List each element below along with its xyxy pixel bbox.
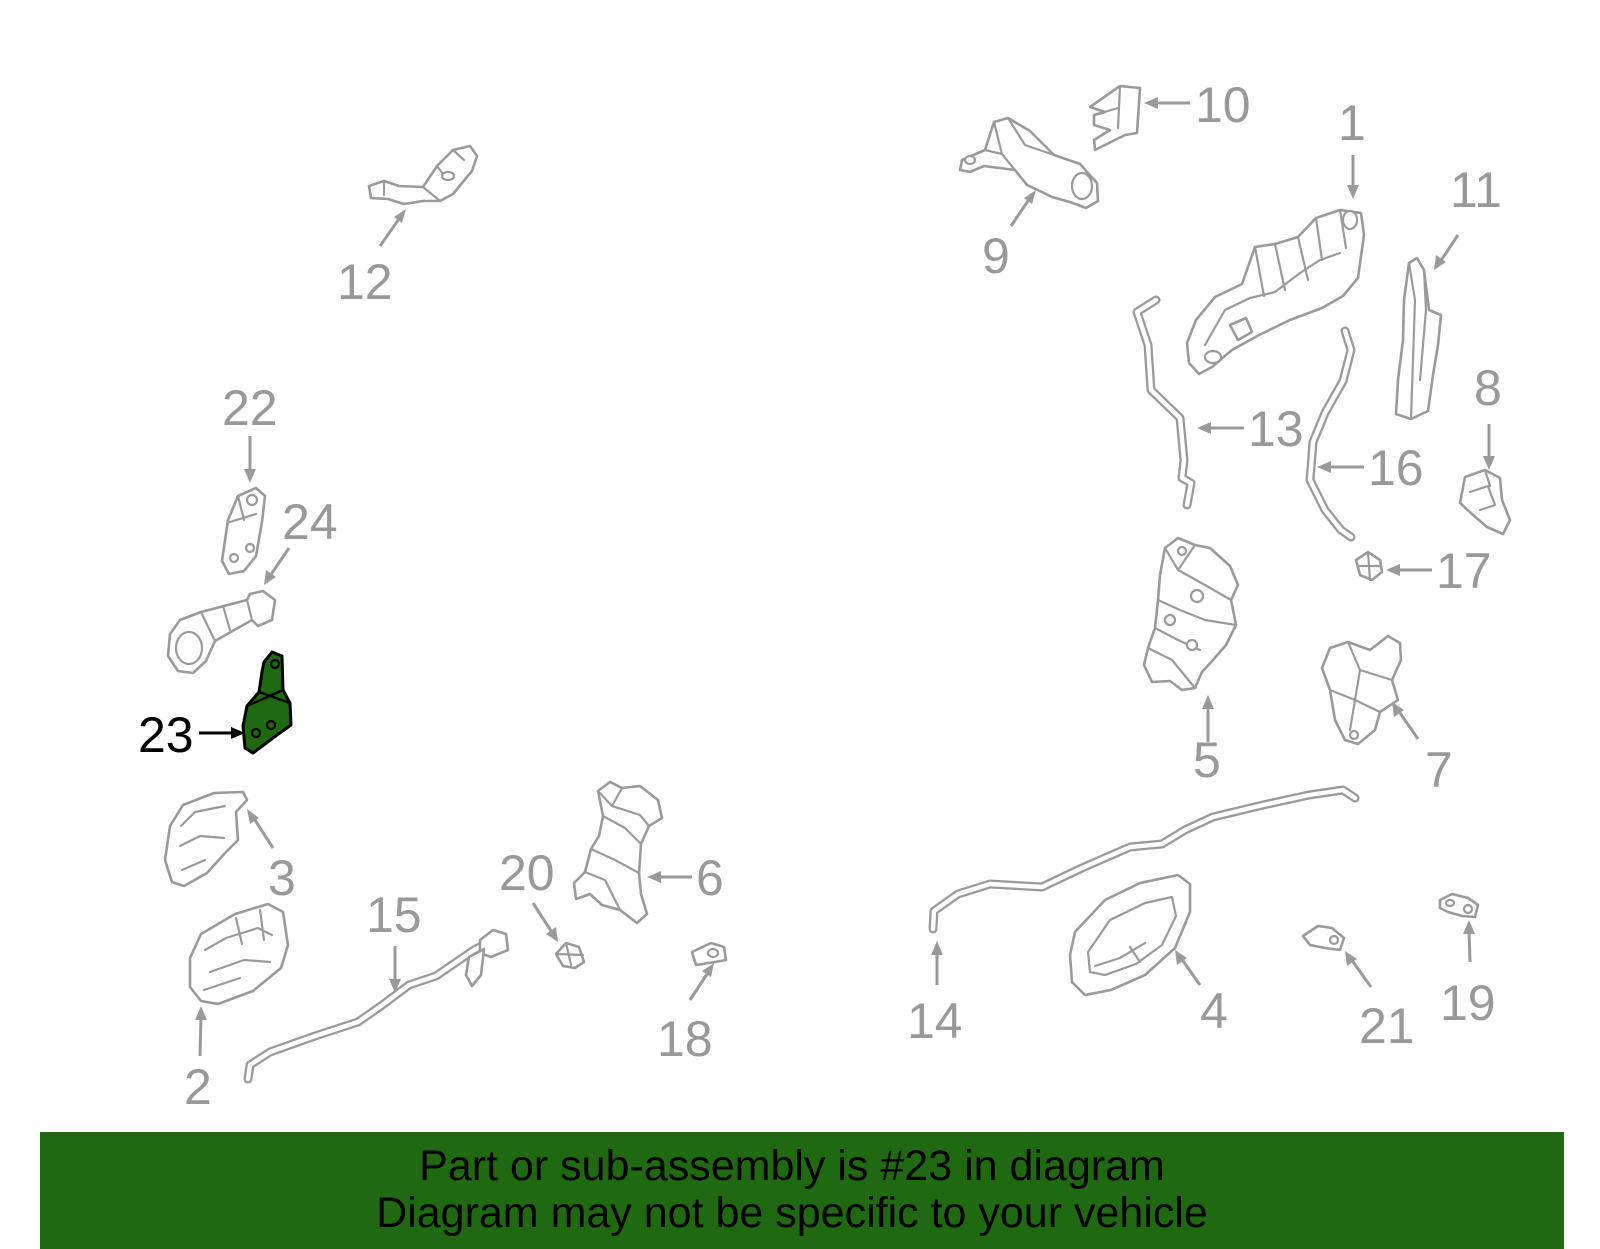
part-18-clip[interactable] [690, 941, 728, 967]
arrow-16 [1317, 461, 1364, 473]
part-20-clip[interactable] [554, 941, 586, 970]
arrow-18 [688, 963, 714, 1001]
label-4: 4 [1200, 983, 1228, 1039]
label-21: 21 [1359, 998, 1415, 1054]
label-22: 22 [222, 380, 278, 436]
arrow-8 [1483, 424, 1495, 470]
part-4-bezel[interactable] [1068, 873, 1192, 997]
part-6-bracket[interactable] [572, 780, 664, 925]
label-3: 3 [268, 850, 296, 906]
arrow-20 [531, 902, 558, 942]
banner-line-part: Part or sub-assembly is #23 in diagram [419, 1142, 1165, 1190]
label-14: 14 [907, 993, 963, 1049]
part-7-cover[interactable] [1320, 634, 1403, 746]
arrow-21 [1345, 951, 1373, 988]
label-15: 15 [366, 887, 422, 943]
arrow-14 [931, 941, 943, 985]
label-10: 10 [1195, 77, 1251, 133]
label-7: 7 [1425, 742, 1453, 798]
part-1-outside-handle[interactable] [1185, 208, 1366, 376]
arrow-12 [378, 209, 406, 247]
part-21-clip[interactable] [1301, 924, 1346, 952]
label-23: 23 [138, 707, 194, 763]
part-23-bracket-highlighted[interactable] [241, 650, 293, 755]
part-12-link[interactable] [367, 144, 479, 206]
arrow-5 [1202, 695, 1214, 742]
label-17: 17 [1436, 543, 1492, 599]
arrow-19 [1463, 920, 1475, 963]
part-13-rod[interactable] [1132, 295, 1196, 510]
label-2: 2 [184, 1059, 212, 1115]
part-19-clip[interactable] [1438, 892, 1480, 919]
arrow-24 [264, 547, 291, 585]
part-3-bezel[interactable] [163, 790, 249, 888]
part-9-lock-cylinder[interactable] [958, 116, 1100, 210]
arrow-13 [1197, 422, 1244, 434]
info-banner: Part or sub-assembly is #23 in diagram D… [40, 1132, 1564, 1249]
part-16-rod[interactable] [1305, 326, 1356, 542]
arrow-7 [1392, 702, 1420, 740]
arrow-15 [389, 946, 401, 993]
arrow-2 [195, 1006, 207, 1057]
part-2-inside-handle[interactable] [188, 902, 290, 1006]
part-15-rod[interactable] [243, 928, 510, 1084]
label-9: 9 [982, 228, 1010, 284]
part-5-latch[interactable] [1142, 536, 1240, 692]
arrow-10 [1144, 97, 1190, 109]
label-12: 12 [337, 254, 393, 310]
arrow-1 [1347, 155, 1359, 199]
arrow-9 [1009, 190, 1036, 227]
label-16: 16 [1368, 440, 1424, 496]
label-1: 1 [1338, 95, 1366, 151]
label-24: 24 [282, 494, 338, 550]
part-24-check[interactable] [166, 589, 277, 675]
arrow-3 [247, 809, 275, 849]
part-10-retainer[interactable] [1088, 84, 1142, 152]
label-19: 19 [1440, 975, 1496, 1031]
label-11: 11 [1450, 162, 1502, 218]
part-14-rod[interactable] [928, 785, 1360, 934]
label-6: 6 [696, 850, 724, 906]
arrow-17 [1386, 564, 1432, 576]
label-5: 5 [1193, 732, 1221, 788]
arrow-11 [1434, 234, 1460, 270]
part-11-channel[interactable] [1394, 256, 1443, 421]
arrow-6 [647, 871, 692, 883]
label-20: 20 [499, 845, 555, 901]
label-18: 18 [657, 1011, 713, 1067]
label-13: 13 [1248, 401, 1304, 457]
label-8: 8 [1474, 360, 1502, 416]
part-22-bracket[interactable] [220, 486, 267, 576]
part-17-clip[interactable] [1354, 550, 1384, 582]
part-8-clip[interactable] [1458, 468, 1512, 536]
arrow-22 [244, 436, 256, 483]
arrow-4 [1175, 950, 1202, 986]
arrow-23 [199, 727, 245, 739]
banner-line-disclaimer: Diagram may not be specific to your vehi… [376, 1189, 1208, 1237]
